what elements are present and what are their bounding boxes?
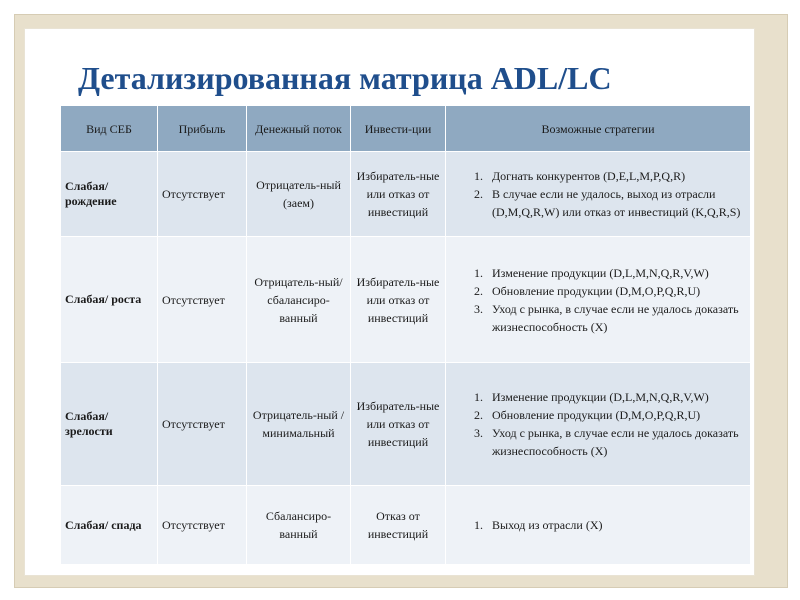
strategy-item: В случае если не удалось, выход из отрас… [486, 185, 746, 221]
strategy-item: Уход с рынка, в случае если не удалось д… [486, 424, 746, 460]
cell-strategies: Выход из отрасли (X) [445, 485, 751, 565]
cell-vid: Слабая/ спада [60, 485, 158, 565]
strategy-item: Выход из отрасли (X) [486, 516, 746, 534]
cell-invest: Отказ от инвестиций [350, 485, 446, 565]
cell-pribyl: Отсутствует [157, 362, 247, 486]
cell-strategies: Догнать конкурентов (D,E,L,M,P,Q,R) В сл… [445, 151, 751, 237]
cell-vid: Слабая/ роста [60, 236, 158, 363]
header-investicii: Инвести-ции [350, 105, 446, 152]
strategy-item: Обновление продукции (D,M,O,P,Q,R,U) [486, 282, 746, 300]
strategy-item: Догнать конкурентов (D,E,L,M,P,Q,R) [486, 167, 746, 185]
header-denezhny-potok: Денежный поток [246, 105, 351, 152]
table-header-row: Вид СЕБ Прибыль Денежный поток Инвести-ц… [60, 105, 751, 152]
table-row: Слабая/ рождение Отсутствует Отрицатель-… [60, 151, 751, 237]
header-vid-seb: Вид СЕБ [60, 105, 158, 152]
strategy-item: Изменение продукции (D,L,M,N,Q,R,V,W) [486, 388, 746, 406]
cell-pribyl: Отсутствует [157, 485, 247, 565]
cell-invest: Избиратель-ные или отказ от инвестиций [350, 151, 446, 237]
adl-lc-matrix-table: Вид СЕБ Прибыль Денежный поток Инвести-ц… [60, 105, 751, 565]
cell-vid: Слабая/ рождение [60, 151, 158, 237]
cell-potok: Отрицатель-ный (заем) [246, 151, 351, 237]
table-row: Слабая/ спада Отсутствует Сбалансиро-ван… [60, 485, 751, 565]
cell-potok: Отрицатель-ный/ сбалансиро-ванный [246, 236, 351, 363]
cell-vid: Слабая/ зрелости [60, 362, 158, 486]
cell-invest: Избиратель-ные или отказ от инвестиций [350, 236, 446, 363]
table-row: Слабая/ зрелости Отсутствует Отрицатель-… [60, 362, 751, 486]
strategy-item: Уход с рынка, в случае если не удалось д… [486, 300, 746, 336]
cell-strategies: Изменение продукции (D,L,M,N,Q,R,V,W) Об… [445, 362, 751, 486]
header-strategii: Возможные стратегии [445, 105, 751, 152]
strategy-item: Обновление продукции (D,M,O,P,Q,R,U) [486, 406, 746, 424]
page-title: Детализированная матрица ADL/LC [78, 60, 612, 96]
cell-invest: Избиратель-ные или отказ от инвестиций [350, 362, 446, 486]
header-pribyl: Прибыль [157, 105, 247, 152]
cell-pribyl: Отсутствует [157, 151, 247, 237]
cell-pribyl: Отсутствует [157, 236, 247, 363]
strategy-item: Изменение продукции (D,L,M,N,Q,R,V,W) [486, 264, 746, 282]
cell-strategies: Изменение продукции (D,L,M,N,Q,R,V,W) Об… [445, 236, 751, 363]
cell-potok: Отрицатель-ный / минимальный [246, 362, 351, 486]
table-row: Слабая/ роста Отсутствует Отрицатель-ный… [60, 236, 751, 363]
cell-potok: Сбалансиро-ванный [246, 485, 351, 565]
